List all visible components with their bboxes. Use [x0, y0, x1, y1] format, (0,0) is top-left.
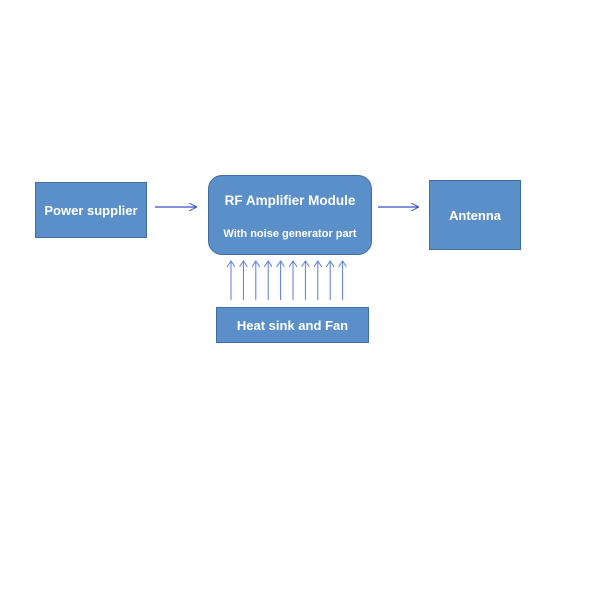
antenna-box: Antenna	[429, 180, 521, 250]
rf-amplifier-module-box: RF Amplifier Module With noise generator…	[208, 175, 372, 255]
power-supplier-box: Power supplier	[35, 182, 147, 238]
heat-sink-label: Heat sink and Fan	[236, 317, 349, 333]
rf-module-subtitle: With noise generator part	[223, 228, 357, 240]
heat-arrows-group	[231, 261, 343, 300]
heat-sink-fan-box: Heat sink and Fan	[216, 307, 369, 343]
power-supplier-label: Power supplier	[44, 202, 138, 218]
antenna-label: Antenna	[449, 207, 501, 223]
rf-module-title: RF Amplifier Module	[224, 193, 356, 208]
